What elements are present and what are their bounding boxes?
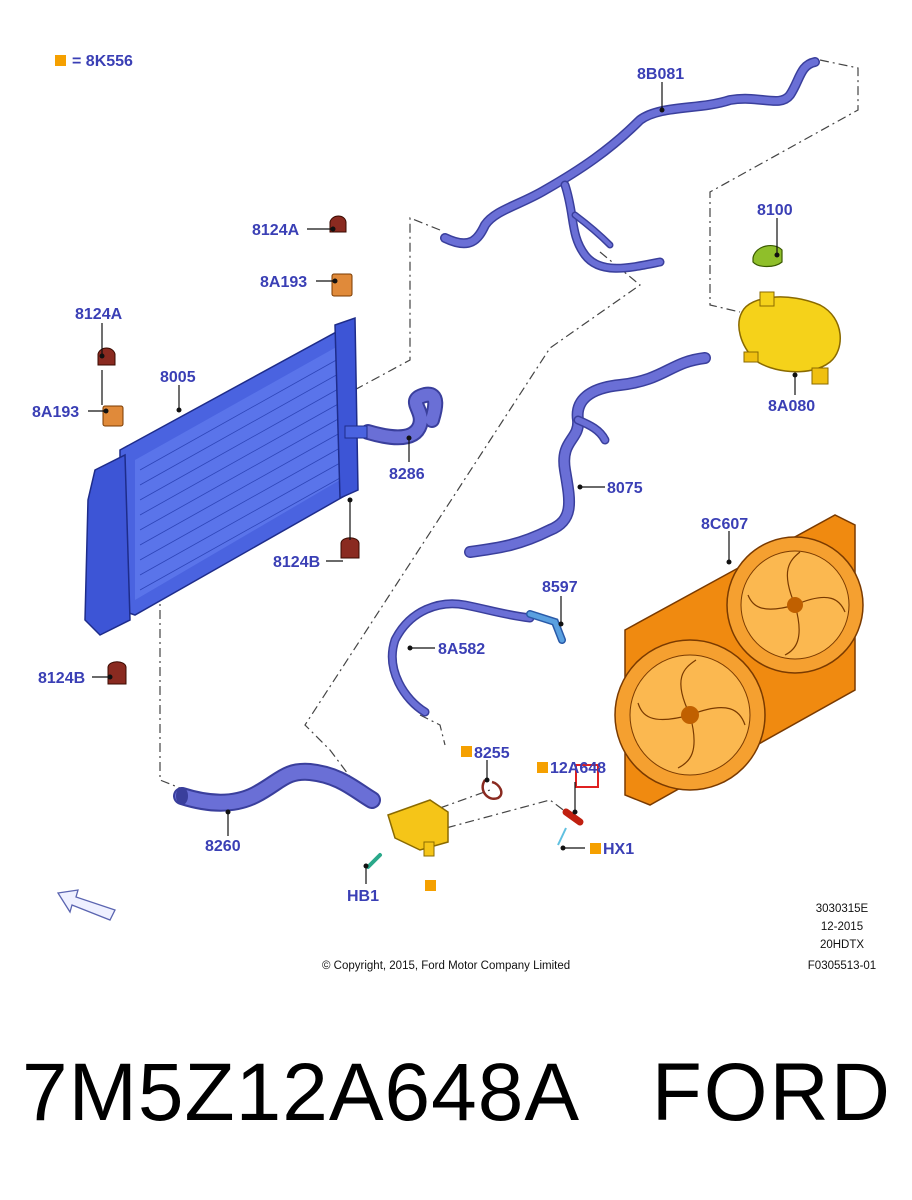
sensor-12A648 [557, 808, 584, 846]
fitting-8597 [526, 610, 566, 644]
hose-8075 [464, 352, 711, 558]
cap-8100 [752, 244, 783, 268]
callout-8124B-mid: 8124B [273, 554, 320, 571]
expansion-tank-8A080 [738, 291, 841, 385]
callout-8597: 8597 [542, 579, 578, 596]
callout-8A193-left: 8A193 [32, 404, 79, 421]
callout-8A582: 8A582 [438, 641, 485, 658]
meta-line-1: 3030315E [816, 903, 869, 915]
hose-8286 [360, 386, 444, 446]
marker-square-HX1 [590, 843, 601, 854]
legend-marker [55, 55, 66, 66]
mount-8124B-mid [340, 537, 360, 559]
callout-8124A-top: 8124A [252, 222, 300, 239]
parts-diagram: = 8K556 [32, 53, 876, 972]
thermostat-housing [387, 799, 449, 857]
callout-12A648: 12A648 [550, 760, 606, 777]
callout-HB1: HB1 [347, 888, 379, 905]
callout-8A080: 8A080 [768, 398, 815, 415]
meta-line-3: 20HDTX [820, 939, 864, 951]
callout-8A193-top: 8A193 [260, 274, 307, 291]
hose-8260 [173, 762, 381, 812]
hose-8B081 [440, 57, 820, 273]
callout-8255: 8255 [474, 745, 510, 762]
orientation-arrow-icon [56, 889, 116, 921]
copyright-text: © Copyright, 2015, Ford Motor Company Li… [322, 960, 570, 972]
part-number: 7M5Z12A648A [22, 1047, 581, 1138]
highlight-box-12A648 [575, 764, 599, 788]
callout-8260: 8260 [205, 838, 241, 855]
callout-8286: 8286 [389, 466, 425, 483]
callout-8100: 8100 [757, 202, 793, 219]
radiator-8005 [84, 316, 368, 636]
callout-8124B-bot: 8124B [38, 670, 85, 687]
callout-8C607: 8C607 [701, 516, 748, 533]
mount-8124B-bot [107, 661, 127, 685]
bolt-HB1 [366, 853, 382, 869]
callout-HX1: HX1 [603, 841, 634, 858]
bracket-8A193-top [331, 273, 353, 297]
hose-8A582 [387, 599, 535, 717]
leader-lines [88, 82, 798, 884]
marker-square-8255 [461, 746, 472, 757]
brand-name: FORD [651, 1047, 892, 1138]
meta-line-2: 12-2015 [821, 921, 863, 933]
legend-text: = 8K556 [72, 53, 133, 70]
clip-8255 [481, 779, 503, 801]
callout-8005: 8005 [160, 369, 196, 386]
marker-square-12A648 [537, 762, 548, 773]
meta-line-4: F0305513-01 [808, 960, 876, 972]
callout-8124A-left: 8124A [75, 306, 123, 323]
fan-shroud-8C607 [614, 514, 864, 806]
marker-square-housing [425, 880, 436, 891]
callout-8075: 8075 [607, 480, 643, 497]
callout-8B081: 8B081 [637, 66, 684, 83]
